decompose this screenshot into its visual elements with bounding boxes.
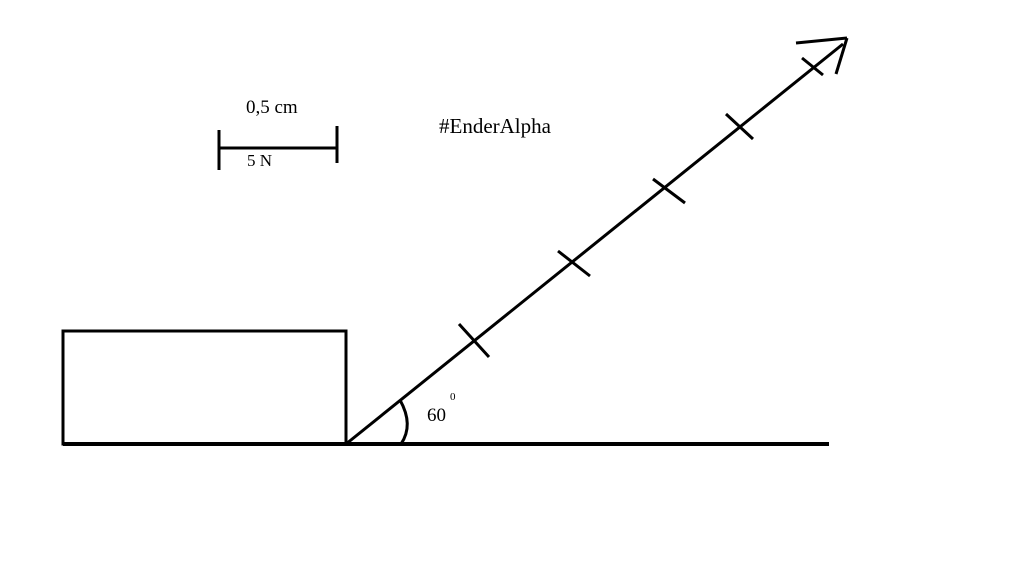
- scale-force-label: 5 N: [247, 151, 272, 170]
- arrowhead-side-stroke: [834, 37, 849, 75]
- force-vector: [345, 36, 849, 446]
- scale-bar: 0,5 cm 5 N: [217, 97, 339, 170]
- degree-mark: 0: [450, 391, 456, 403]
- arrowhead-top-stroke: [795, 36, 848, 45]
- scale-mark-5: [801, 56, 824, 77]
- angle-value-label: 60: [427, 405, 446, 426]
- scale-mark-4: [724, 112, 755, 141]
- scale-mark-3: [652, 177, 686, 205]
- scale-length-label: 0,5 cm: [246, 97, 298, 118]
- angle-arc: [398, 399, 409, 445]
- block: [61, 329, 348, 446]
- watermark-text: #EnderAlpha: [439, 114, 552, 138]
- force-vector-shaft: [345, 42, 844, 446]
- scale-mark-1: [457, 322, 491, 359]
- scale-mark-2: [557, 249, 591, 278]
